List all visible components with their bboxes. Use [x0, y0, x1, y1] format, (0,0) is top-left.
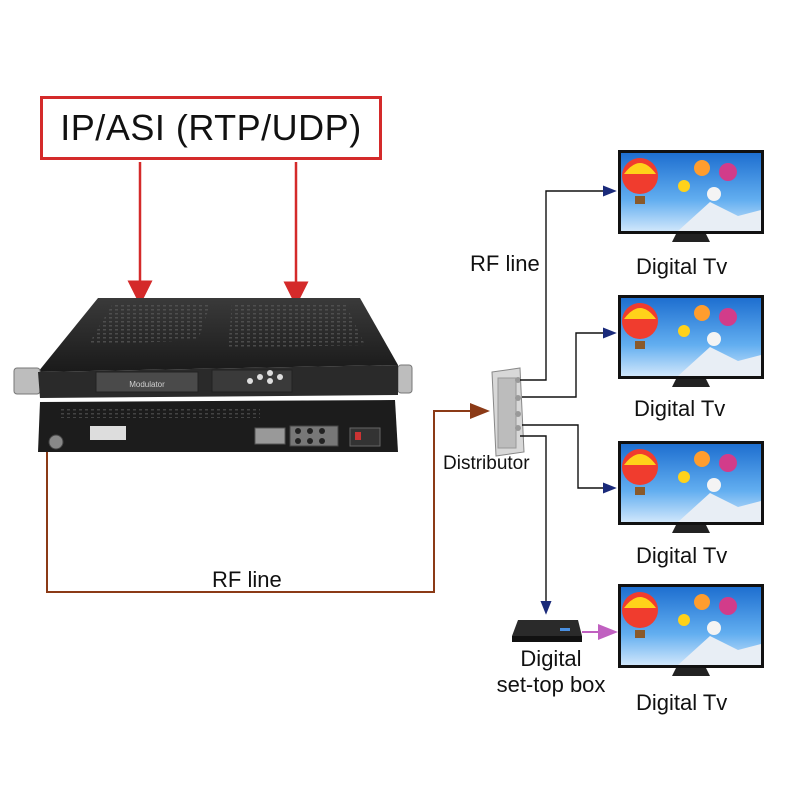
- power-socket: [349, 427, 381, 447]
- signal-line-tv3: [522, 424, 617, 494]
- signal-line-tv1: [520, 185, 617, 381]
- rack-ear-left: [13, 367, 41, 395]
- tv-screen-4: [618, 584, 764, 676]
- ethernet-ports: [254, 427, 286, 445]
- modulator-display: [95, 371, 199, 393]
- rf-output-port: [48, 434, 64, 450]
- signal-line-tv2: [522, 327, 617, 398]
- set-top-box-device: [512, 620, 582, 642]
- modulator-device: [13, 298, 413, 452]
- rf-line-label-top: RF line: [470, 251, 540, 276]
- input-arrows: [127, 162, 309, 307]
- modulator-front-label: Modulator: [129, 380, 165, 389]
- tv-label-2: Digital Tv: [634, 396, 726, 421]
- device-sticker: [90, 426, 126, 440]
- tv-screen-1: [618, 150, 764, 242]
- tv-label-4: Digital Tv: [636, 690, 728, 715]
- tv-label-1: Digital Tv: [636, 254, 728, 279]
- tv-screen-3: [618, 441, 764, 533]
- distributor-device: [491, 367, 525, 457]
- rf-line-label-bottom: RF line: [212, 567, 282, 592]
- set-top-box-label: Digital set-top box: [486, 646, 616, 698]
- signal-lines: [520, 185, 618, 640]
- set-top-box-label-line2: set-top box: [496, 672, 606, 697]
- signal-line-stb: [520, 435, 552, 615]
- distributor-label: Distributor: [443, 453, 530, 474]
- tv-screen-2: [618, 295, 764, 387]
- set-top-box-label-line1: Digital: [520, 646, 582, 671]
- rf-cable-main: [46, 403, 490, 593]
- rack-ear-right: [397, 364, 413, 394]
- asi-ports: [289, 425, 339, 447]
- input-source-label: IP/ASI (RTP/UDP): [60, 107, 362, 148]
- tv-label-3: Digital Tv: [636, 543, 728, 568]
- input-source-box: IP/ASI (RTP/UDP): [40, 96, 382, 160]
